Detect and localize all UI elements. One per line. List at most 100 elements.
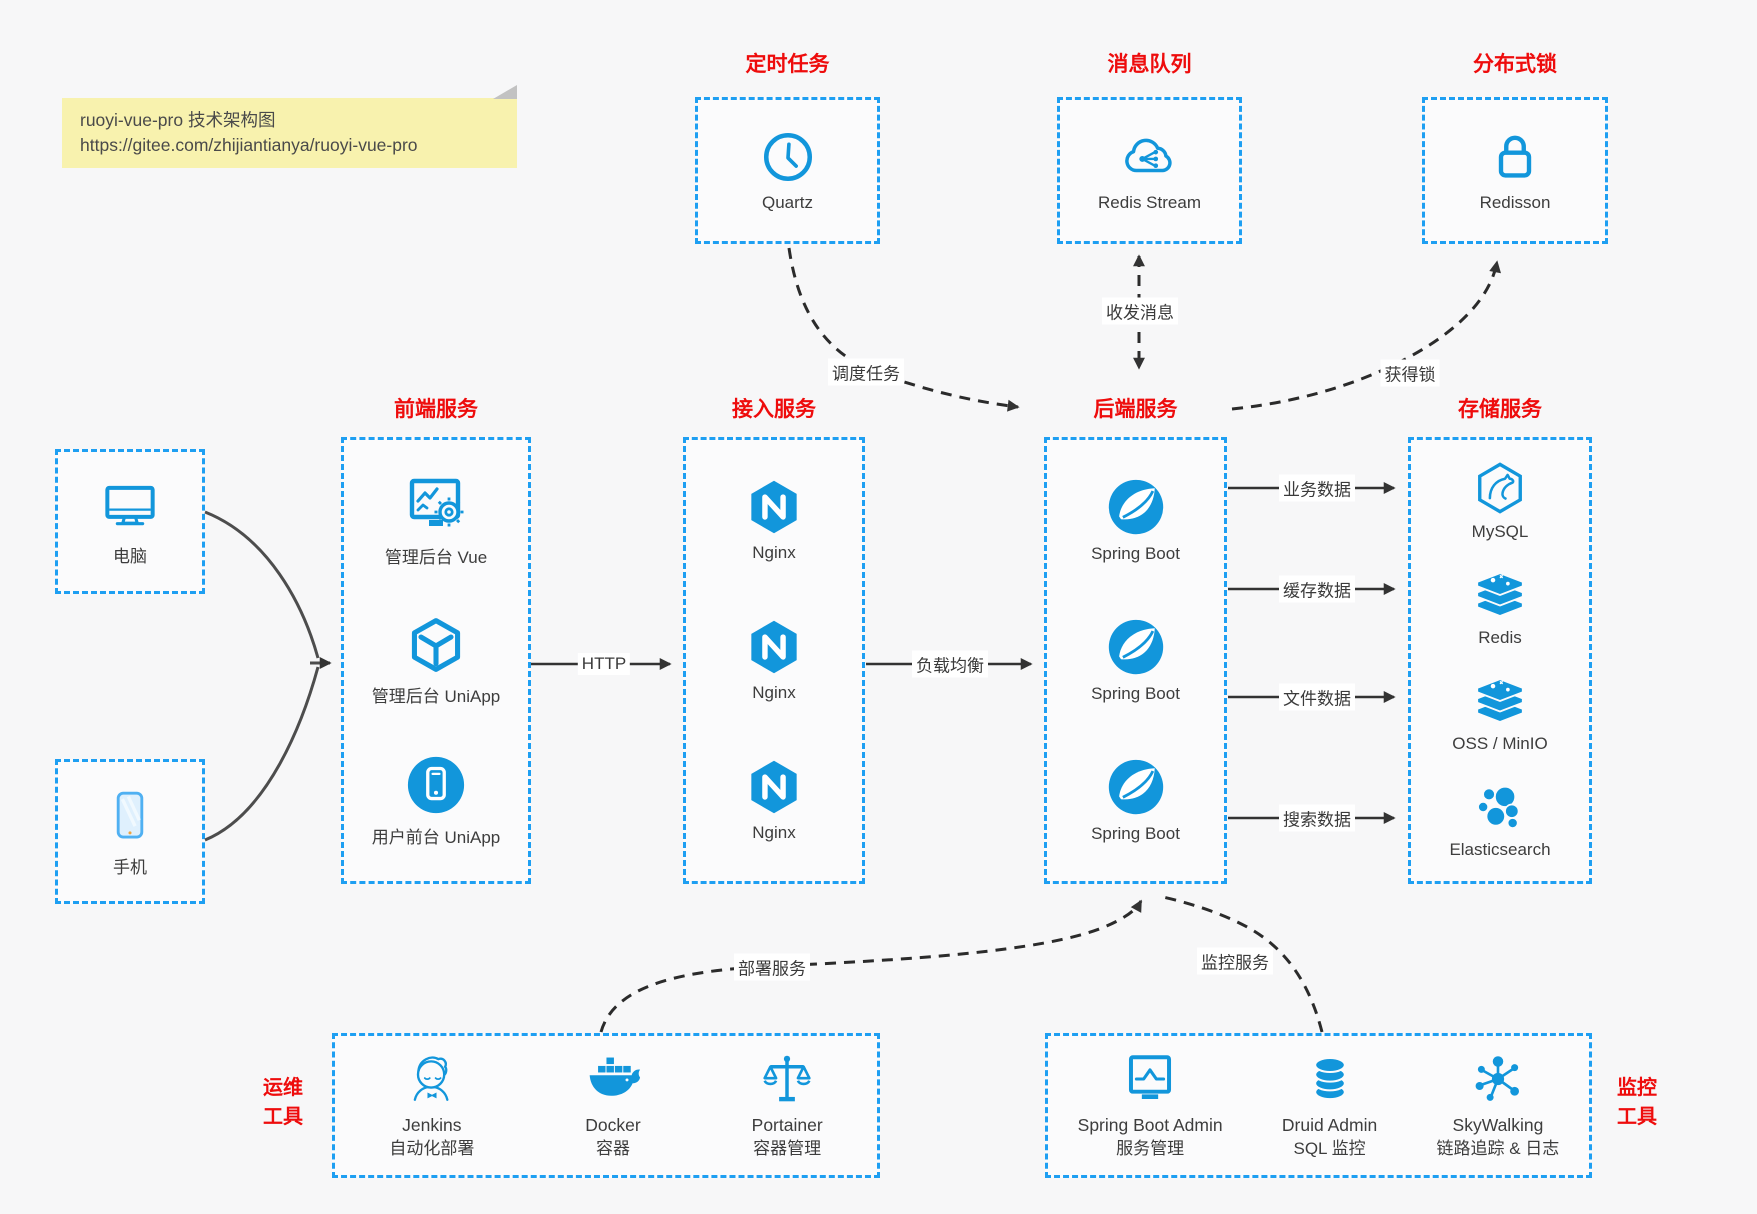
tool-desc: 容器管理 [753,1138,822,1158]
edge-label-deploy: 部署服务 [734,953,810,981]
mysql-icon [1473,461,1527,515]
note-url: https://gitee.com/zhijiantianya/ruoyi-vu… [80,135,418,155]
box-storage-services: MySQL Redis [1408,437,1592,884]
edge-label-search-data: 搜索数据 [1279,804,1355,832]
node-jenkins: Jenkins 自动化部署 [389,1051,474,1161]
tool-name: Portainer [751,1114,823,1135]
edge-label-monitor: 监控服务 [1197,947,1273,975]
portainer-icon [759,1051,815,1107]
node-nginx-2: Nginx [745,618,803,703]
node-label: Nginx [752,682,796,702]
node-label: Redis Stream [1098,193,1201,212]
box-redis-stream: Redis Stream [1057,97,1242,244]
sticky-note: ruoyi-vue-pro 技术架构图 https://gitee.com/zh… [62,85,517,168]
skywalking-icon [1470,1051,1526,1107]
mobile-icon [103,786,157,846]
druid-db-icon [1302,1051,1358,1107]
node-skywalking: SkyWalking 链路追踪 & 日志 [1436,1051,1560,1161]
tool-desc: 服务管理 [1116,1138,1185,1158]
node-portainer: Portainer 容器管理 [752,1051,823,1161]
section-title-frontend: 前端服务 [394,398,478,421]
node-label: Spring Boot [1091,683,1180,703]
node-docker: Docker 容器 [583,1051,643,1161]
cube-icon [406,615,466,675]
section-title-backend: 后端服务 [1093,398,1178,421]
user-app-icon [405,754,467,816]
edge-label-http: HTTP [577,653,631,675]
tool-name: Docker [585,1114,641,1135]
node-user-uniapp: 用户前台 UniApp [372,754,500,848]
node-label: 管理后台 UniApp [371,686,501,706]
node-label: Nginx [752,542,796,562]
clock-icon [759,128,817,186]
node-label: Redis [1478,628,1522,648]
node-redis: Redis [1472,569,1528,648]
box-monitor-tools: Spring Boot Admin 服务管理 Druid Admin SQL 监… [1045,1033,1592,1178]
box-mobile-client: 手机 [55,759,205,904]
node-quartz: Quartz [759,128,817,213]
box-quartz: Quartz [695,97,880,244]
tool-name: Spring Boot Admin [1077,1114,1223,1135]
section-title-gateway: 接入服务 [732,398,816,421]
tool-name: SkyWalking [1452,1114,1544,1135]
edge-label-lock: 获得锁 [1380,359,1440,387]
node-label: OSS / MinIO [1452,733,1548,753]
node-label: Redisson [1479,193,1551,212]
node-springboot-3: Spring Boot [1091,757,1180,844]
node-nginx-1: Nginx [745,478,803,563]
edge-label-business-data: 业务数据 [1279,474,1355,502]
docker-icon [583,1051,643,1107]
box-frontend-services: 管理后台 Vue 管理后台 UniApp 用户前台 UniApp [341,437,531,884]
nginx-icon [745,478,803,536]
node-springboot-1: Spring Boot [1091,477,1180,564]
edge-label-messages: 收发消息 [1102,297,1178,325]
node-label: 管理后台 Vue [384,547,488,567]
tool-desc: 自动化部署 [389,1138,475,1158]
node-label: Nginx [752,823,796,843]
node-pc: 电脑 [100,477,160,567]
jenkins-icon [403,1051,461,1107]
node-mysql: MySQL [1472,461,1528,542]
node-admin-vue: 管理后台 Vue [385,474,487,568]
node-springboot-admin: Spring Boot Admin 服务管理 [1078,1051,1223,1161]
section-title-message-queue: 消息队列 [1107,53,1192,76]
section-title-storage: 存储服务 [1458,398,1542,421]
edge-pc-to-frontend [204,510,320,659]
note-title: ruoyi-vue-pro 技术架构图 [80,110,276,130]
nginx-icon [745,618,803,676]
tool-desc: 链路追踪 & 日志 [1436,1138,1560,1158]
node-label: 电脑 [113,546,147,566]
tool-name: Druid Admin [1281,1114,1378,1135]
spring-icon [1106,477,1166,537]
section-title-scheduled-jobs: 定时任务 [745,53,830,76]
node-label: Spring Boot [1091,824,1180,844]
nginx-icon [745,758,803,816]
desktop-icon [100,477,160,535]
edge-label-load-balance: 负载均衡 [912,650,988,678]
node-redisson: Redisson [1479,128,1551,213]
edge-label-cache-data: 缓存数据 [1279,575,1355,603]
node-elasticsearch: Elasticsearch [1449,781,1551,860]
layer-stack-icon [1472,675,1528,727]
cloud-share-icon [1118,128,1180,186]
spring-icon [1106,757,1166,817]
box-gateway-services: Nginx Nginx Nginx [683,437,865,884]
edge-label-file-data: 文件数据 [1279,683,1355,711]
node-druid-admin: Druid Admin SQL 监控 [1282,1051,1377,1161]
edge-lock-arrow [1231,260,1501,411]
node-label: Spring Boot [1091,543,1180,563]
layer-stack-icon [1472,569,1528,621]
section-title-monitor-tools: 监控 工具 [1617,1077,1657,1128]
sba-monitor-icon [1121,1051,1179,1107]
node-label: Quartz [761,193,814,212]
node-oss-minio: OSS / MinIO [1452,675,1548,754]
lock-icon [1487,128,1543,186]
node-admin-uniapp: 管理后台 UniApp [372,615,500,707]
spring-icon [1106,617,1166,677]
box-pc-client: 电脑 [55,449,205,594]
box-backend-services: Spring Boot Spring Boot Spring Boot [1044,437,1227,884]
tool-desc: SQL 监控 [1293,1138,1366,1158]
note-fold-corner [493,85,517,99]
edge-deploy-arrow [599,899,1143,1033]
